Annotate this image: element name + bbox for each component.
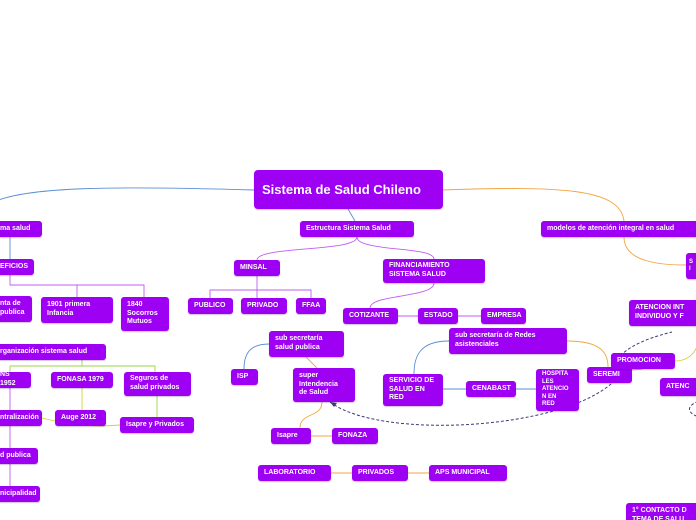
node-atencion-integral[interactable]: ATENCION INT INDIVIDUO Y F bbox=[629, 300, 696, 326]
node-subsecretaria-salud-publica[interactable]: sub secretaría salud publica bbox=[269, 331, 344, 357]
link-promocion-atencion bbox=[674, 347, 696, 362]
link-modelos-child bbox=[623, 236, 687, 266]
node-estructura[interactable]: Estructura Sistema Salud bbox=[300, 221, 414, 237]
arrow-superintendencia bbox=[330, 402, 337, 407]
node-ffaa[interactable]: FFAA bbox=[296, 298, 326, 314]
node-cenabast[interactable]: CENABAST bbox=[466, 381, 516, 397]
node-organizacion[interactable]: rganización sistema salud bbox=[0, 344, 106, 360]
node-modelos-child[interactable]: S I bbox=[686, 253, 696, 279]
node-beneficios[interactable]: EFICIOS bbox=[0, 259, 34, 275]
node-privados[interactable]: PRIVADOS bbox=[352, 465, 408, 481]
link-root-right bbox=[442, 188, 625, 222]
link-root-estructura bbox=[347, 208, 356, 222]
root-node[interactable]: Sistema de Salud Chileno bbox=[254, 170, 443, 209]
node-minsal[interactable]: MINSAL bbox=[234, 260, 280, 276]
node-laboratorio[interactable]: LABORATORIO bbox=[258, 465, 331, 481]
node-primer-contacto[interactable]: 1° CONTACTO D TEMA DE SALU bbox=[626, 503, 696, 520]
node-cuenta-publica[interactable]: nta de publica bbox=[0, 296, 32, 322]
node-sns-1952[interactable]: NS 1952 bbox=[0, 372, 31, 388]
link-dashed-right bbox=[689, 401, 696, 417]
link-seremi-promocion bbox=[631, 368, 644, 371]
node-publico[interactable]: PUBLICO bbox=[188, 298, 233, 314]
node-municipalidad[interactable]: nicipalidad bbox=[0, 486, 40, 502]
node-fonasa-1979[interactable]: FONASA 1979 bbox=[51, 372, 113, 388]
link-redes-servicio bbox=[413, 340, 450, 375]
link-org-children bbox=[9, 360, 156, 372]
node-estado[interactable]: ESTADO bbox=[418, 308, 458, 324]
node-isp[interactable]: ISP bbox=[231, 369, 258, 385]
link-subsec-isp bbox=[243, 343, 270, 370]
node-hospitales[interactable]: HOSPITA LES ATENCIO N EN RED bbox=[536, 369, 579, 411]
node-promocion[interactable]: PROMOCION bbox=[611, 353, 675, 369]
link-super-isapre bbox=[299, 401, 323, 429]
node-modelos-atencion[interactable]: modelos de atención integral en salud bbox=[541, 221, 696, 237]
link-dashed-super bbox=[329, 382, 613, 426]
node-financiamiento[interactable]: FINANCIAMIENTO SISTEMA SALUD bbox=[383, 259, 485, 283]
node-primera-infancia[interactable]: 1901 primera Infancia bbox=[41, 297, 113, 323]
node-superintendencia[interactable]: super Intendencia de Salud bbox=[293, 368, 355, 402]
node-fonaza[interactable]: FONAZA bbox=[332, 428, 378, 444]
link-estructura-minsal bbox=[256, 236, 358, 261]
link-subsec-super bbox=[305, 356, 318, 369]
node-salud-publica[interactable]: d publica bbox=[0, 448, 38, 464]
node-subsecretaria-redes[interactable]: sub secretaría de Redes asistenciales bbox=[449, 328, 567, 354]
link-financiamiento-cotizante bbox=[369, 282, 435, 309]
node-descentralizacion[interactable]: ntralización bbox=[0, 410, 42, 426]
link-minsal-children bbox=[209, 276, 312, 298]
link-root-left bbox=[0, 187, 255, 201]
node-socorros-mutuos[interactable]: 1840 Socorros Mutuos bbox=[121, 297, 169, 331]
node-servicio-salud-red[interactable]: SERVICIO DE SALUD EN RED bbox=[383, 374, 443, 406]
node-isapre-privados[interactable]: Isapre y Privados bbox=[120, 417, 194, 433]
node-privado[interactable]: PRIVADO bbox=[241, 298, 287, 314]
node-aps-municipal[interactable]: APS MUNICIPAL bbox=[429, 465, 507, 481]
node-cotizante[interactable]: COTIZANTE bbox=[343, 308, 398, 324]
node-auge-2012[interactable]: Auge 2012 bbox=[55, 410, 106, 426]
node-sistema-salud[interactable]: ma salud bbox=[0, 221, 42, 237]
link-redes-seremi bbox=[566, 340, 609, 368]
node-atencion[interactable]: ATENC bbox=[660, 378, 696, 396]
node-empresa[interactable]: EMPRESA bbox=[481, 308, 526, 324]
node-seremi[interactable]: SEREMI bbox=[587, 367, 632, 383]
link-beneficios-children bbox=[9, 275, 145, 297]
node-seguros-privados[interactable]: Seguros de salud privados bbox=[124, 372, 191, 396]
node-isapre[interactable]: Isapre bbox=[271, 428, 311, 444]
link-estructura-financiamiento bbox=[356, 236, 435, 260]
